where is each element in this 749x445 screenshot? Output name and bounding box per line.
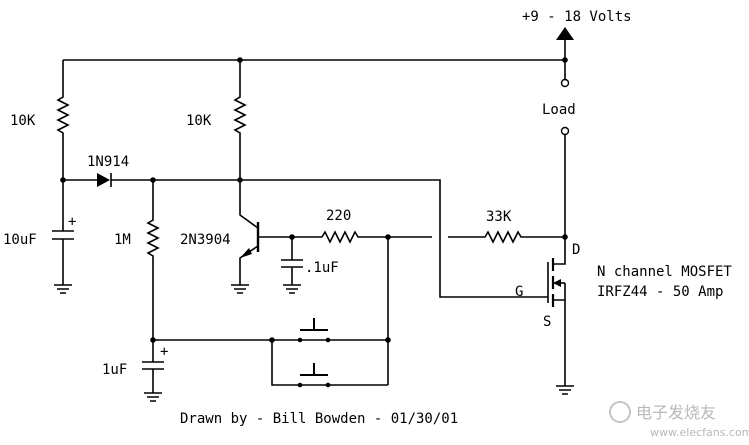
resistor-10k-mid: [233, 60, 259, 229]
resistor-1m-label: 1M: [114, 232, 131, 248]
resistor-33k-label: 33K: [486, 209, 512, 225]
left-branch: [52, 60, 74, 294]
supply-label: +9 - 18 Volts: [522, 9, 632, 25]
emitter-arrow-icon: [240, 248, 252, 258]
mosfet-irfz44: [547, 232, 574, 395]
diode-icon: [97, 173, 110, 187]
load-terminal-top: [560, 78, 570, 88]
cap-10uf-label: 10uF: [3, 232, 37, 248]
ground-icon: [54, 284, 72, 294]
transistor-label: 2N3904: [180, 232, 231, 248]
push-button-upper: [297, 318, 331, 343]
load-terminal-bottom: [560, 126, 570, 136]
resistor-33k: [448, 230, 565, 244]
transistor-2n3904: [231, 222, 322, 294]
mosfet-part-label: IRFZ44 - 50 Amp: [597, 284, 723, 300]
ground-icon: [144, 392, 162, 402]
push-button-lower: [297, 363, 331, 388]
junction-dots: [60, 57, 568, 343]
credit-line: Drawn by - Bill Bowden - 01/30/01: [180, 411, 458, 427]
mosfet-gate-label: G: [515, 284, 523, 300]
mosfet-type-label: N channel MOSFET: [597, 264, 732, 280]
cap-01uf: [281, 237, 303, 294]
mosfet-source-label: S: [543, 314, 551, 330]
mosfet-arrow-icon: [553, 279, 561, 287]
cap-1uf-plus: +: [160, 344, 168, 360]
watermark-brand: 电子发烧友: [636, 403, 716, 422]
resistor-220-label: 220: [326, 208, 351, 224]
resistor-220: [321, 230, 432, 385]
watermark-logo-icon: [609, 401, 631, 423]
diode-1n914: [63, 173, 548, 298]
cap-01uf-label: .1uF: [305, 260, 339, 276]
watermark: 电子发烧友 www.elecfans.com: [609, 401, 749, 439]
supply-arrow-icon: [556, 27, 574, 40]
resistor-10k-mid-label: 10K: [186, 113, 212, 129]
ground-icon: [283, 284, 301, 294]
mosfet-drain-label: D: [572, 242, 580, 258]
cap-1uf-label: 1uF: [102, 362, 127, 378]
load-label: Load: [542, 102, 576, 118]
lower-network: [142, 318, 388, 402]
watermark-url: www.elecfans.com: [650, 426, 749, 439]
ground-icon: [556, 385, 574, 395]
ground-icon: [231, 284, 249, 294]
diode-label: 1N914: [87, 154, 129, 170]
supply-rail: [63, 27, 574, 232]
resistor-10k-left-label: 10K: [10, 113, 36, 129]
resistor-1m: [146, 180, 160, 340]
cap-10uf-plus: +: [68, 214, 76, 230]
